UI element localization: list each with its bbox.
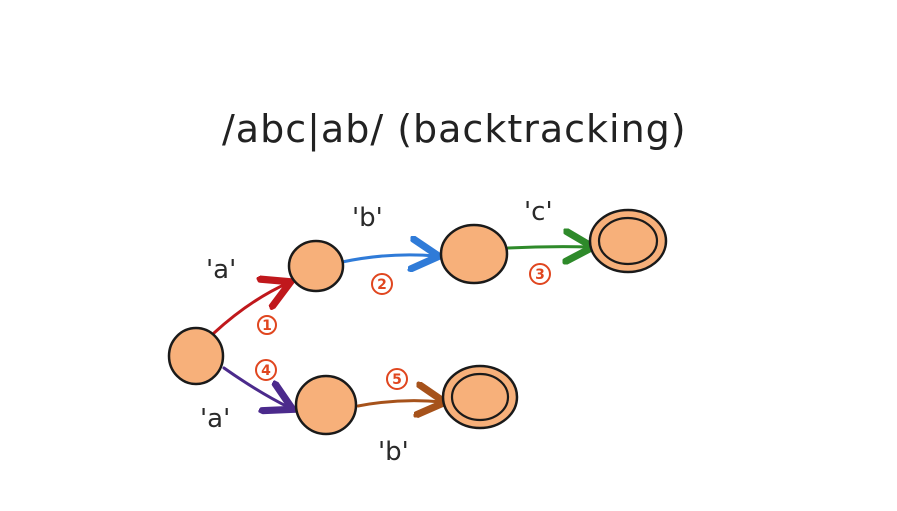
diagram-title: /abc|ab/ (backtracking) xyxy=(222,107,687,152)
step-marker-5: 5 xyxy=(386,368,408,390)
node-s1 xyxy=(287,239,345,293)
node-accept2-inner xyxy=(450,372,510,422)
step-marker-2: 2 xyxy=(371,273,393,295)
edge-label-b-top: 'b' xyxy=(352,203,383,233)
step-number-3: 3 xyxy=(535,267,545,283)
node-s4 xyxy=(294,374,358,436)
edge-s4-to-accept2 xyxy=(356,401,442,406)
edge-s2-to-accept1 xyxy=(506,247,590,248)
step-number-4: 4 xyxy=(261,363,271,379)
node-accept1-inner xyxy=(597,216,659,266)
edge-label-b-bottom: 'b' xyxy=(378,437,409,467)
step-marker-3: 3 xyxy=(529,263,551,285)
edge-s1-to-s2 xyxy=(340,255,436,262)
node-s2 xyxy=(439,223,509,285)
edge-start-to-s4 xyxy=(222,366,290,408)
node-accept1-outer xyxy=(588,208,668,274)
edge-label-a-bottom: 'a' xyxy=(200,404,230,434)
step-marker-1: 1 xyxy=(257,315,277,335)
step-marker-4: 4 xyxy=(255,359,277,381)
step-number-5: 5 xyxy=(392,372,402,388)
node-start xyxy=(167,326,225,386)
node-accept2-outer xyxy=(441,364,519,430)
step-number-1: 1 xyxy=(262,318,272,334)
edge-label-a-top: 'a' xyxy=(206,255,236,285)
edge-label-c: 'c' xyxy=(524,197,553,227)
edge-start-to-s1 xyxy=(212,283,288,335)
step-number-2: 2 xyxy=(377,277,387,293)
